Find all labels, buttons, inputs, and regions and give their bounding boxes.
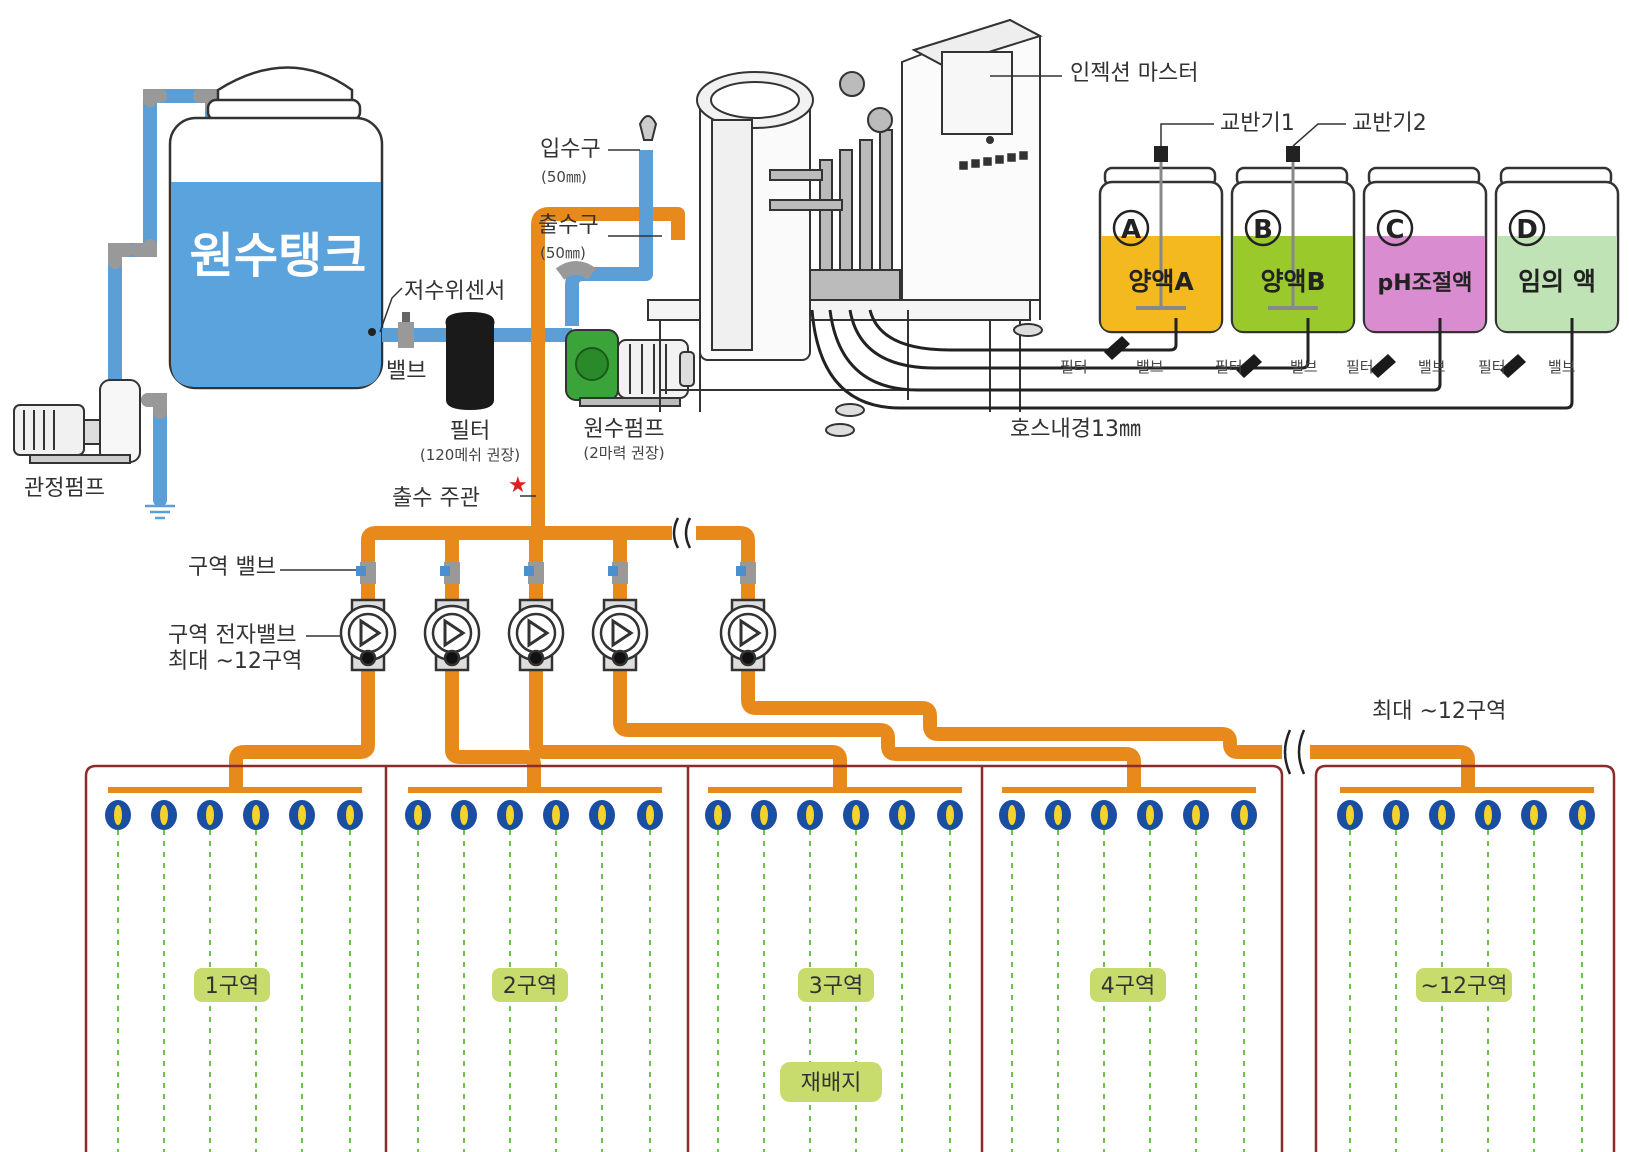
injection-master	[638, 18, 1043, 437]
tank-b-filter-label: 필터	[1215, 358, 1243, 376]
max-zones-label: 최대 ~12구역	[1372, 699, 1506, 724]
tank-c-filter-label: 필터	[1346, 358, 1374, 376]
injection-master-label: 인젝션 마스터	[1070, 61, 1198, 86]
solution-tank-b	[1230, 146, 1356, 334]
zone-solenoid-label-line1: 구역 전자밸브	[168, 623, 296, 648]
raw-pump-label: 원수펌프	[584, 417, 665, 442]
cultivation-bed-label: 재배지	[801, 1071, 862, 1096]
tank-a-letter-circle	[1112, 209, 1150, 247]
tank-c-letter: C	[1385, 215, 1404, 245]
inlet-pipe-elbow	[555, 261, 597, 280]
outlet-size: (50㎜)	[540, 244, 586, 262]
solenoid-valve-zone-3	[507, 598, 565, 672]
tank-b-letter-circle	[1244, 209, 1282, 247]
tank-d-letter-circle	[1508, 209, 1546, 247]
tank-a-filter-label: 필터	[1060, 358, 1088, 376]
inlet-size: (50㎜)	[541, 168, 587, 186]
zone-branch-pipes	[229, 670, 1475, 790]
tank-d-letter: D	[1516, 215, 1538, 245]
solenoid-valves	[339, 598, 777, 672]
tank-b-name: 양액B	[1260, 267, 1325, 296]
zone-valve-label: 구역 밸브	[188, 555, 276, 580]
long-pipe-break	[1282, 729, 1310, 775]
drip-lines	[117, 830, 1583, 1152]
zone-2-label: 2구역	[503, 974, 557, 999]
tank-d-filter-label: 필터	[1478, 358, 1506, 376]
filter-note: (120메쉬 권장)	[420, 446, 520, 464]
raw-tank-label: 원수탱크	[190, 228, 367, 284]
drip-emitters	[105, 800, 1595, 830]
sensor-leader-line	[379, 287, 403, 333]
raw-water-pump	[565, 329, 695, 407]
pipe-break-symbol	[672, 517, 696, 549]
ground-symbol	[145, 500, 175, 520]
inlet-label: 입수구	[540, 137, 601, 162]
hose-filters	[1104, 336, 1526, 378]
solenoid-valve-zone-2	[423, 598, 481, 672]
zone-1-label: 1구역	[205, 974, 259, 999]
zone-valves	[356, 562, 756, 584]
mixer1-leader	[1160, 123, 1214, 146]
zone-tags	[194, 968, 1512, 1102]
zone-12-label: ~12구역	[1421, 974, 1508, 999]
tank-c-letter-circle	[1376, 209, 1414, 247]
mixer2-leader	[1292, 123, 1346, 147]
hose-diameter-label: 호스내경13㎜	[1010, 417, 1141, 442]
raw-pump-note: (2마력 권장)	[583, 444, 664, 462]
solution-tank-c	[1362, 166, 1488, 334]
tank-c-name: pH조절액	[1378, 271, 1473, 296]
tank-b-letter: B	[1253, 215, 1273, 245]
tank-a-name: 양액A	[1128, 267, 1194, 296]
zone-solenoid-label-line2: 최대 ~12구역	[168, 649, 302, 674]
main-outlet-pipe-label: 출수 주관	[392, 486, 480, 511]
solution-hoses	[810, 309, 1574, 410]
tank-c-valve-label: 밸브	[1418, 358, 1446, 376]
zone-3-label: 3구역	[809, 974, 863, 999]
mixer1-label: 교반기1	[1220, 111, 1295, 136]
well-pump	[13, 379, 141, 464]
filter-label: 필터	[450, 419, 490, 444]
required-marker-icon: ★	[508, 473, 528, 498]
solenoid-valve-zone-12	[719, 598, 777, 672]
tank-a-letter: A	[1121, 215, 1141, 245]
raw-water-tank	[168, 66, 384, 390]
well-pump-label: 관정펌프	[24, 476, 105, 501]
water-filter	[445, 312, 495, 410]
tank-d-name: 임의 액	[1518, 267, 1596, 296]
solenoid-valve-zone-1	[339, 598, 397, 672]
valve-label: 밸브	[386, 359, 426, 384]
solution-tank-d	[1494, 166, 1620, 334]
solution-tank-a	[1098, 146, 1224, 334]
cultivation-zones	[84, 764, 1616, 1152]
mixer2-label: 교반기2	[1352, 111, 1427, 136]
main-outlet-pipe	[531, 207, 685, 535]
outlet-label: 출수구	[538, 213, 599, 238]
solenoid-valve-zone-4	[591, 598, 649, 672]
tank-b-valve-label: 밸브	[1290, 358, 1318, 376]
solution-tanks	[1098, 146, 1620, 334]
tank-d-valve-label: 밸브	[1548, 358, 1576, 376]
pipe-joints	[108, 89, 219, 419]
tank-a-valve-label: 밸브	[1136, 358, 1164, 376]
water-level-sensor-label: 저수위센서	[404, 279, 505, 304]
zone-4-label: 4구역	[1101, 974, 1155, 999]
